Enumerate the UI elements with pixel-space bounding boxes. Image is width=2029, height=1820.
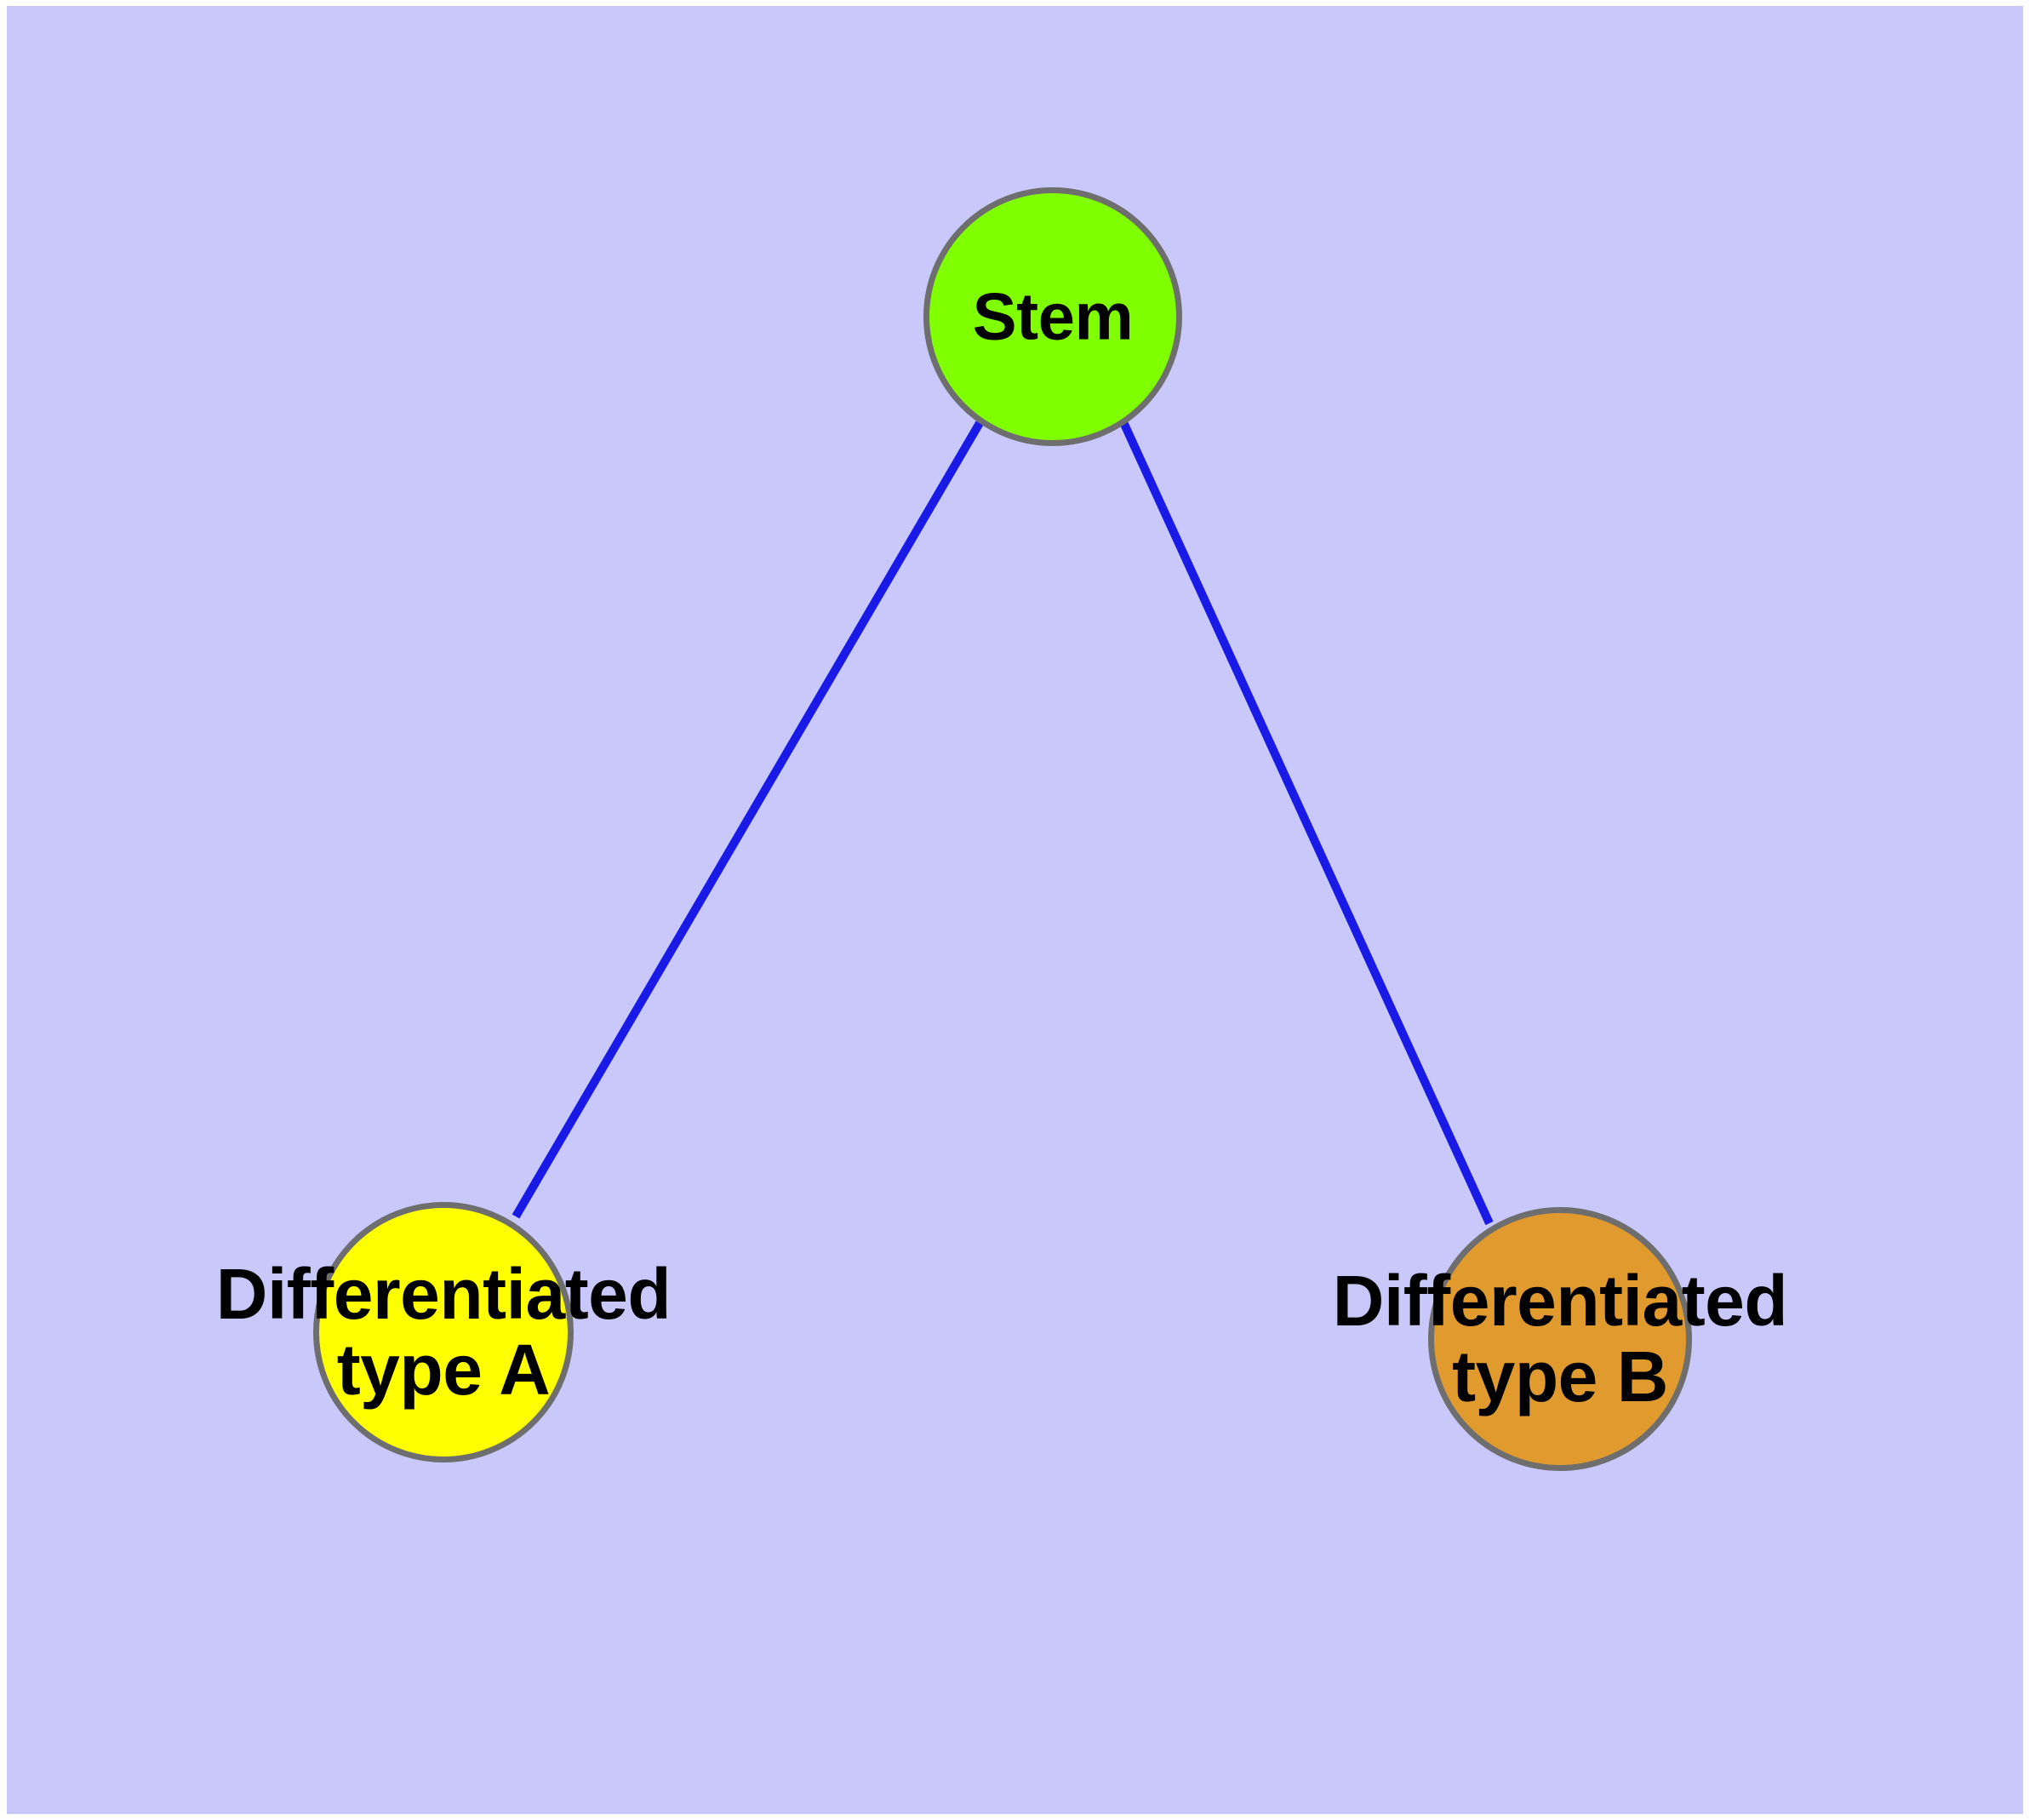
graph-node-diff_b[interactable]: Differentiated type B bbox=[1333, 1207, 1788, 1471]
graph-node-stem[interactable]: Stem bbox=[923, 187, 1182, 446]
node-circle-diff_a[interactable] bbox=[313, 1202, 574, 1462]
graph-node-diff_a[interactable]: Differentiated type A bbox=[216, 1202, 672, 1462]
node-circle-stem[interactable] bbox=[923, 187, 1182, 446]
node-circle-diff_b[interactable] bbox=[1428, 1207, 1692, 1471]
